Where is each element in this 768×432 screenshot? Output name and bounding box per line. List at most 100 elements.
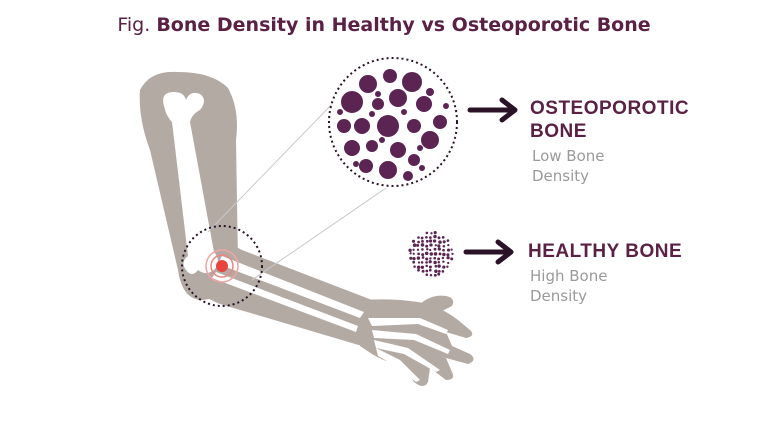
osteoporotic-heading-line2: BONE: [530, 121, 587, 142]
healthy-bone-dot: [433, 234, 437, 239]
healthy-sub-line1: High Bone: [530, 267, 608, 285]
healthy-bone-dot: [441, 256, 445, 260]
healthy-bone-dot: [450, 248, 453, 251]
healthy-bone-dot: [437, 244, 441, 248]
healthy-bone-dot: [441, 236, 445, 239]
healthy-bone-dot: [447, 261, 450, 265]
healthy-bone-dot: [428, 265, 432, 269]
healthy-bone-dot: [442, 248, 445, 252]
healthy-bone-dot: [434, 264, 438, 268]
healthy-bone-dot: [442, 265, 446, 269]
osteoporotic-heading-line1: OSTEOPOROTIC: [530, 98, 690, 119]
healthy-bone-dot: [437, 272, 441, 276]
healthy-bone-dot: [433, 247, 437, 251]
healthy-bone-dot: [413, 265, 416, 268]
healthy-bone-dot: [428, 260, 432, 264]
healthy-bone-dot: [409, 256, 413, 260]
healthy-bone-dot: [437, 247, 441, 251]
healthy-bone-dot: [425, 257, 429, 261]
bone-illustration: [163, 92, 450, 382]
healthy-bone-dot: [426, 247, 429, 251]
healthy-bone-dot: [437, 264, 441, 268]
healthy-bone-dot: [421, 248, 424, 251]
healthy-bone-dot: [442, 252, 446, 257]
osteoporotic-pores: [337, 69, 449, 181]
healthy-bone-dot: [417, 252, 420, 256]
healthy-bone-dot: [446, 253, 450, 257]
healthy-subtext: High Bone Density: [530, 266, 607, 306]
healthy-bone-dot: [412, 243, 417, 247]
arrow-right-icon: [467, 97, 518, 123]
healthy-bone-dot: [433, 273, 437, 277]
healthy-bone-sample: [407, 230, 455, 278]
healthy-bone-dot: [437, 260, 441, 264]
healthy-bone-dot: [425, 261, 428, 264]
healthy-bone-dot: [429, 252, 434, 256]
osteoporotic-subtext: Low Bone Density: [532, 146, 605, 186]
healthy-bone-dot: [416, 256, 421, 260]
figure-title: Fig. Bone Density in Healthy vs Osteopor…: [0, 14, 768, 36]
healthy-bone-dot: [433, 260, 437, 265]
healthy-bone-dot: [417, 240, 420, 244]
healthy-bone-dot: [429, 248, 432, 252]
healthy-bone-dot: [409, 252, 412, 255]
osteoporotic-sub-line1: Low Bone: [532, 147, 605, 165]
healthy-bone-dot: [417, 236, 420, 239]
callout-lines: [207, 99, 387, 281]
healthy-bone-dot: [408, 248, 412, 252]
osteoporotic-heading: OSTEOPOROTIC BONE: [530, 97, 689, 143]
healthy-bone-dot: [451, 252, 454, 256]
healthy-bone-dot: [434, 244, 437, 247]
healthy-bone-dot: [442, 240, 446, 244]
healthy-bone-dot: [442, 260, 445, 263]
healthy-bone-dot: [425, 244, 429, 248]
healthy-bone-dot: [429, 273, 433, 277]
elbow-highlight-circle: [181, 225, 263, 307]
healthy-bone-dot: [442, 244, 446, 248]
healthy-bone-dot: [417, 261, 421, 264]
healthy-bone-dot: [420, 261, 424, 264]
healthy-bone-dot: [437, 257, 441, 261]
healthy-bone-dot: [425, 235, 428, 239]
healthy-bone-dot: [446, 256, 450, 260]
healthy-bone-dot: [446, 265, 449, 268]
osteoporotic-sub-line2: Density: [532, 167, 590, 185]
healthy-bone-dot: [433, 231, 437, 235]
healthy-bone-dot: [421, 253, 425, 257]
healthy-bone-dot: [429, 257, 432, 260]
healthy-bone-dot: [412, 260, 416, 264]
healthy-bone-dot: [417, 268, 420, 272]
healthy-bone-dot: [412, 256, 416, 261]
healthy-sub-line2: Density: [530, 287, 588, 305]
healthy-bone-dot: [428, 239, 433, 243]
figure-title-main: Bone Density in Healthy vs Osteoporotic …: [156, 14, 651, 36]
healthy-bone-dot: [420, 265, 425, 269]
healthy-bone-dot: [438, 240, 442, 244]
healthy-bone-dot: [421, 256, 425, 259]
healthy-bone-dot: [421, 239, 424, 243]
healthy-bone-dot: [433, 252, 438, 256]
healthy-bone-dot: [424, 251, 429, 256]
healthy-bone-dot: [429, 243, 433, 247]
healthy-bone-dot: [412, 252, 415, 255]
healthy-bone-dot: [437, 269, 441, 273]
healthy-bone-dot: [421, 269, 425, 273]
healthy-heading: HEALTHY BONE: [528, 241, 683, 262]
healthy-bone-dot: [441, 270, 445, 273]
healthy-bone-dot: [450, 257, 454, 261]
healthy-bone-dot: [437, 236, 441, 240]
healthy-bone-dot: [425, 264, 428, 268]
healthy-bone-dot: [438, 252, 442, 256]
healthy-bone-dot: [425, 273, 429, 276]
healthy-bone-dot: [446, 239, 450, 242]
healthy-bone-dot: [420, 236, 424, 240]
healthy-bone-dot: [416, 243, 420, 247]
healthy-bone-dot: [432, 239, 437, 243]
healthy-bone-dot: [429, 236, 432, 239]
healthy-bone-dot: [447, 243, 450, 247]
healthy-bone-dot: [425, 239, 429, 243]
healthy-bone-dot: [425, 269, 429, 273]
healthy-bone-dot: [428, 268, 432, 272]
healthy-bone-dot: [416, 265, 421, 269]
